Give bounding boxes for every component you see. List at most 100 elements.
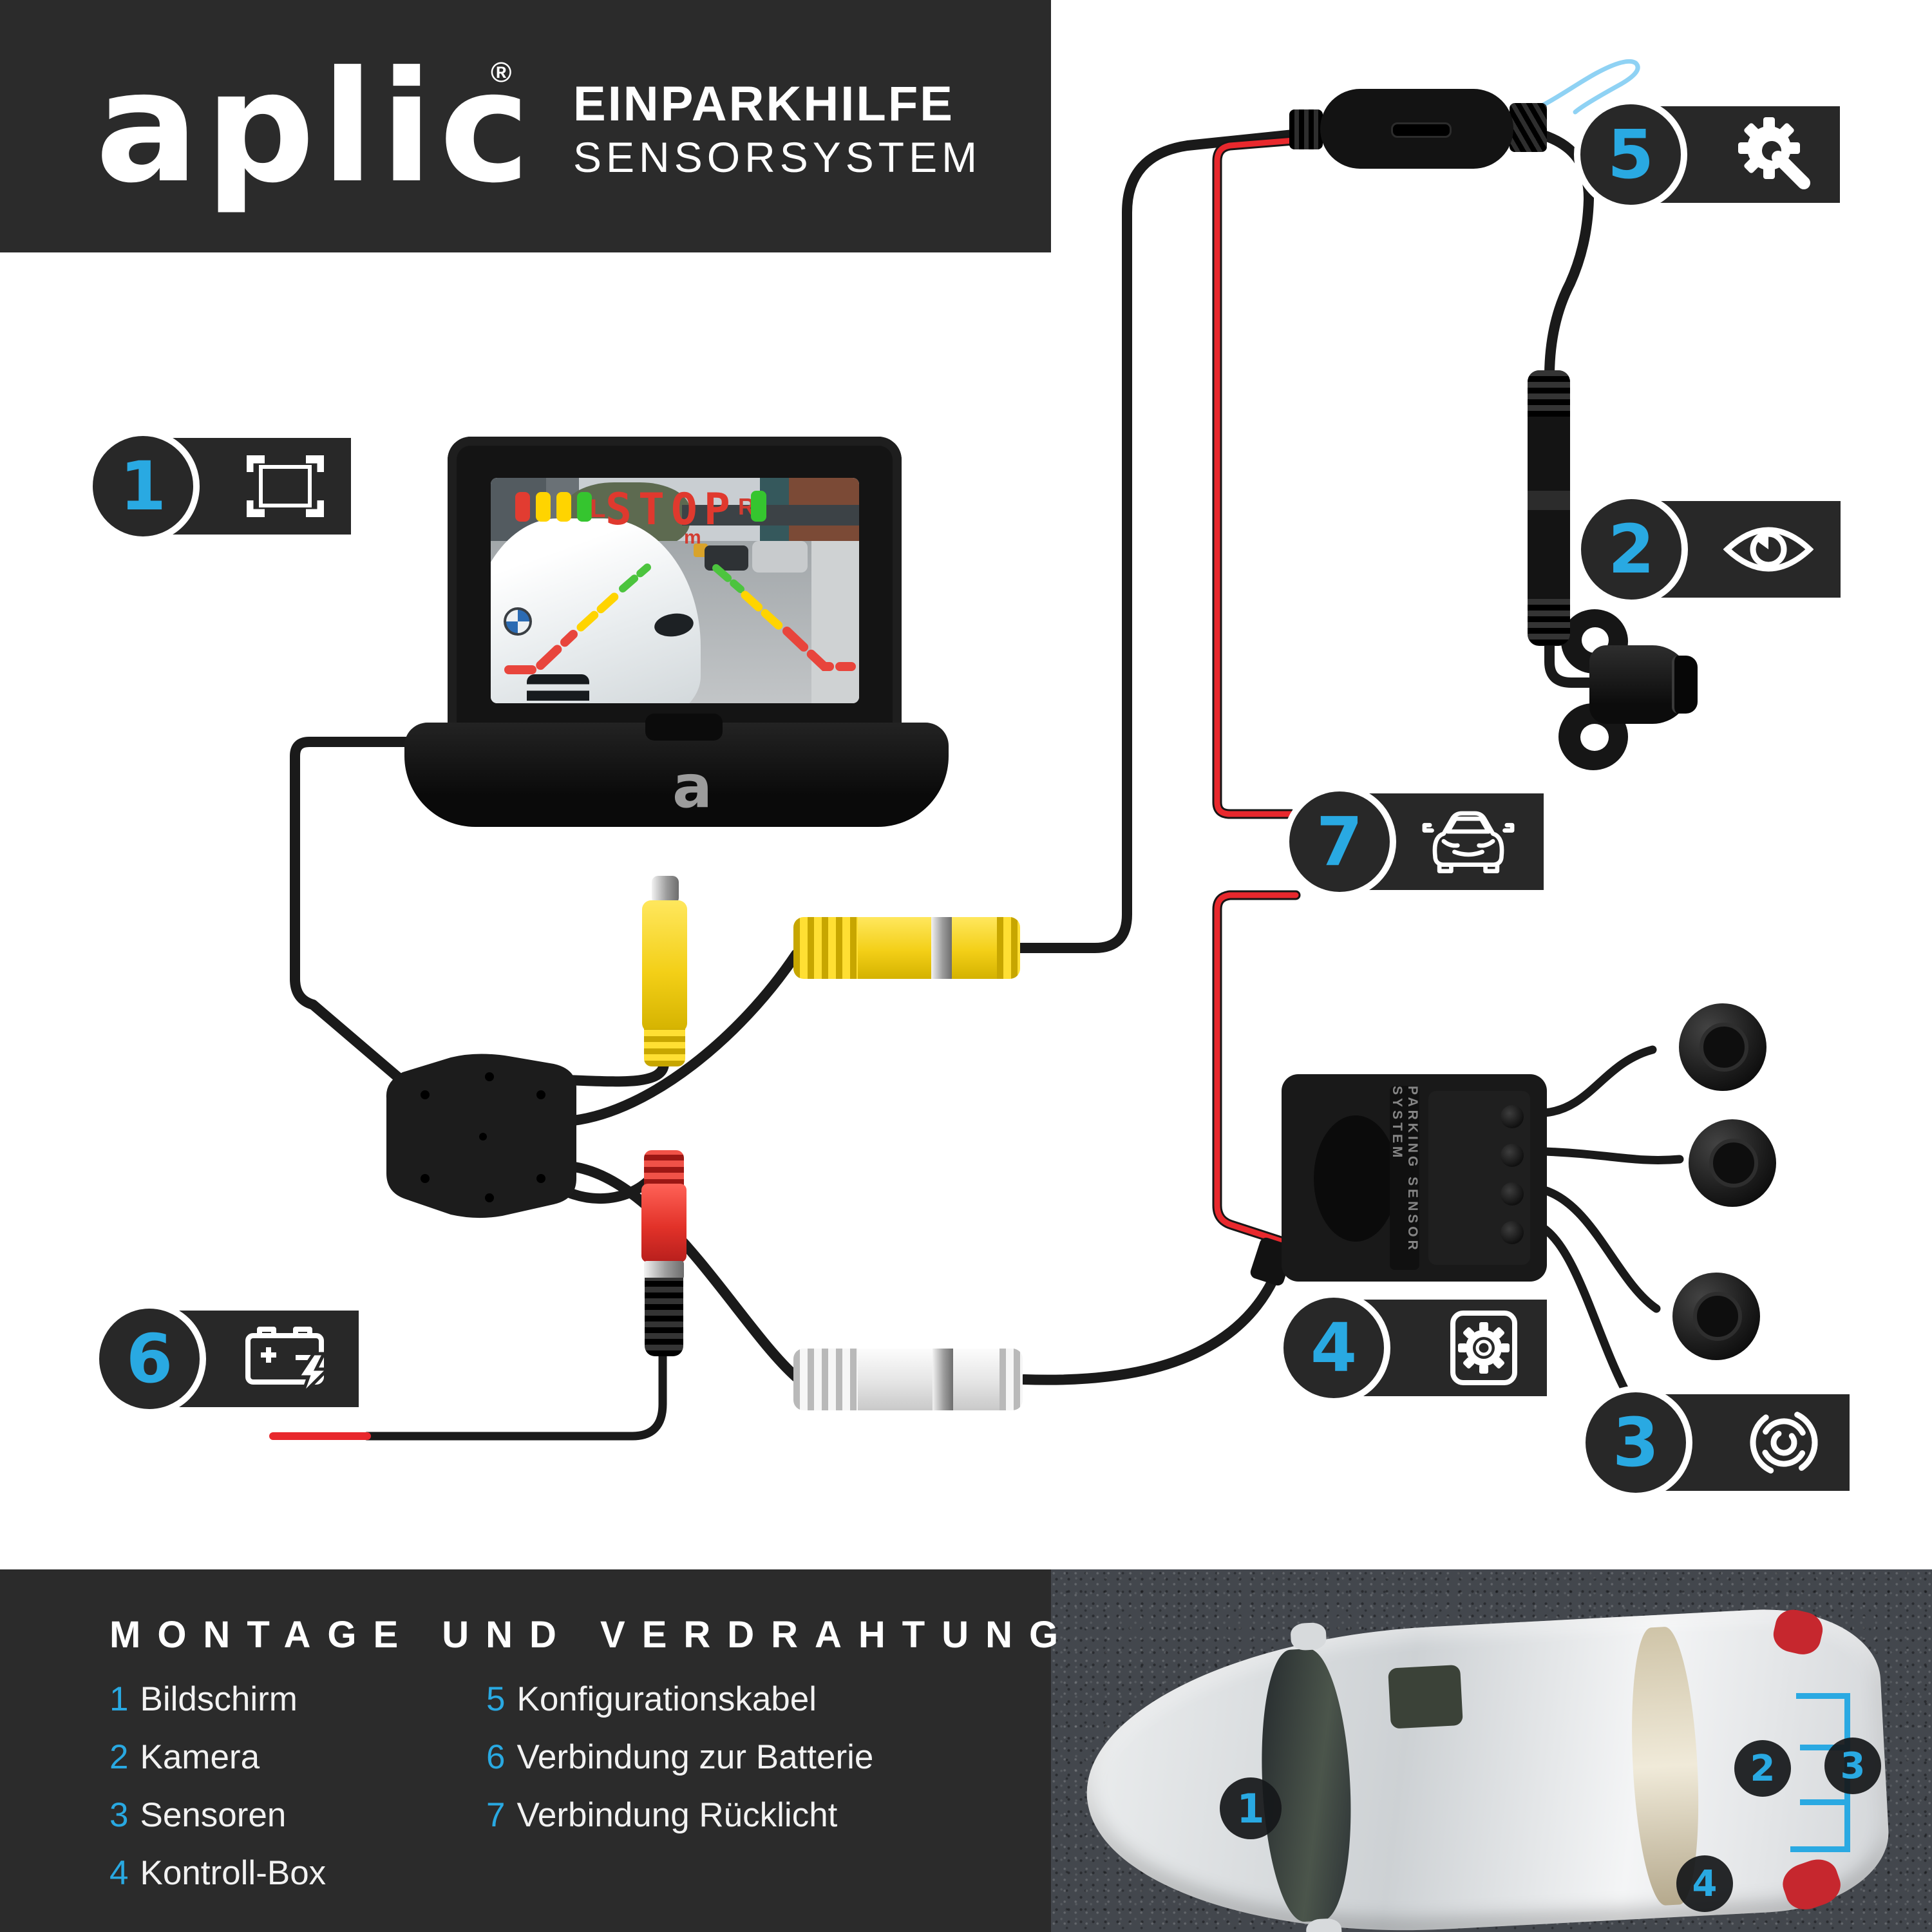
legend-item-number: 4 [109,1854,129,1892]
battery-icon [245,1327,332,1396]
legend-item-number: 5 [486,1680,506,1718]
rca-yellow-coupler [793,917,1020,979]
screen-car-dark [704,545,749,571]
white-pair-to-box-cable [1019,1273,1279,1385]
badge-circle-1: 1 [86,430,200,543]
distance-unit-label: m [684,527,701,548]
photo-mirror-top [1289,1622,1327,1651]
rca-yellow-male-ribs [793,917,858,979]
stop-warning-text: STOP [605,484,737,535]
badge-circle-4: 4 [1277,1291,1390,1405]
badge-number-6: 6 [126,1320,173,1398]
battery-wire-black [363,1349,667,1441]
rca-red-body [641,1184,687,1262]
rca-white-female-ribs [999,1349,1023,1410]
rca-yellow-up-ribs [644,1029,685,1066]
rca-white-coupler [793,1349,1023,1410]
fuse-left-stub [1289,109,1323,149]
monitor-base-logo: a [672,752,713,821]
barrel-connector-joint [1528,491,1570,510]
monitor-cable [290,737,424,1100]
legend-item-4: 4 Kontroll-Box [109,1853,326,1893]
badge-number-5: 5 [1607,115,1654,194]
rca-yellow-up-body [642,900,687,1032]
rca-red-ribs [644,1150,684,1185]
screen-car-silver [752,541,808,573]
sensor-port-2 [1501,1144,1524,1167]
gear-box-icon [1450,1311,1517,1385]
indicator-bar-red [515,492,530,522]
legend-panel [0,1569,1051,1932]
photo-marker-1: 1 [1220,1777,1282,1839]
legend-item-number: 7 [486,1796,506,1834]
camera-lens [1672,656,1698,714]
parking-sensor-2 [1689,1119,1776,1207]
photo-marker-number: 1 [1236,1785,1265,1832]
badge-circle-5: 5 [1574,98,1687,211]
rca-yellow-up-tip [652,876,679,904]
legend-item-7: 7 Verbindung Rücklicht [486,1795,837,1835]
fuse-right-stub [1510,103,1547,152]
white-car-grille [526,674,590,703]
rca-white-male-ribs [793,1349,858,1410]
screen-sidewalk [811,541,859,703]
eye-icon [1723,527,1814,572]
photo-marker-number: 2 [1750,1747,1776,1790]
legend-item-number: 6 [486,1738,506,1776]
control-box-oval [1314,1115,1397,1242]
sensor-waves-icon [1750,1408,1818,1477]
legend-item-1: 1 Bildschirm [109,1680,298,1719]
car-rear-icon [1422,811,1515,874]
indicator-bar-green-right [751,491,766,522]
fuse-to-barrel-cable [1507,124,1595,379]
header-box: aplic ® EINPARKHILFE SENSORSYSTEM [0,0,1051,252]
screen-bridge [682,505,859,526]
gear-wrench-icon [1738,117,1810,189]
badge-number-7: 7 [1316,802,1363,881]
legend-title: MONTAGE UND VERDRAHTUNG [109,1614,1075,1656]
rca-yellow-ring [931,917,952,979]
photo-marker-number: 4 [1692,1862,1718,1905]
control-box-label-strip: PARKING SENSOR SYSTEM [1390,1086,1420,1270]
legend-item-label: Sensoren [140,1796,287,1834]
car-top-photo: 1 2 3 4 [1051,1569,1932,1932]
photo-marker-4: 4 [1676,1855,1733,1912]
indicator-bar-green [577,492,592,522]
split-to-white-pair-cable [569,1162,801,1382]
legend-item-label: Bildschirm [140,1680,298,1718]
legend-item-label: Verbindung Rücklicht [516,1796,838,1834]
badge-number-3: 3 [1612,1403,1660,1482]
sensor-wire-3 [1540,1186,1661,1313]
camera-bracket-bottom-hole [1580,724,1609,751]
sensor-bracket-line-top [1796,1693,1850,1699]
photo-marker-2: 2 [1734,1740,1791,1797]
monitor-screen: L STOP R m [491,478,859,703]
photo-car-sunroof [1388,1664,1463,1729]
sensor-port-4 [1501,1221,1524,1244]
parking-guide-lines [504,564,856,674]
rca-red-ring [644,1261,684,1279]
power-wire-upper [1214,135,1330,817]
power-wire-lower [1214,892,1299,1245]
parking-sensor-3 [1672,1273,1760,1360]
badge-number-1: 1 [119,447,167,526]
indicator-bar-yellow1 [536,492,551,522]
photo-marker-3: 3 [1824,1738,1881,1794]
barrel-connector-bottom-ribs [1528,599,1570,645]
legend-item-label: Kontroll-Box [140,1854,327,1892]
product-title-line1: EINPARKHILFE [573,77,954,131]
legend-item-label: Konfigurationskabel [516,1680,817,1718]
config-wire-blue [1512,59,1640,120]
legend-item-number: 1 [109,1680,129,1718]
indicator-bar-yellow2 [556,492,571,522]
badge-circle-6: 6 [93,1302,206,1416]
parking-sensor-1 [1679,1003,1766,1091]
sensor-bracket-line-bottom [1790,1846,1850,1852]
badge-circle-7: 7 [1283,785,1396,898]
rca-white-female-body [953,1349,999,1410]
photo-marker-number: 3 [1840,1745,1866,1787]
badge-circle-2: 2 [1575,493,1688,606]
distance-indicator-bars [515,492,592,522]
